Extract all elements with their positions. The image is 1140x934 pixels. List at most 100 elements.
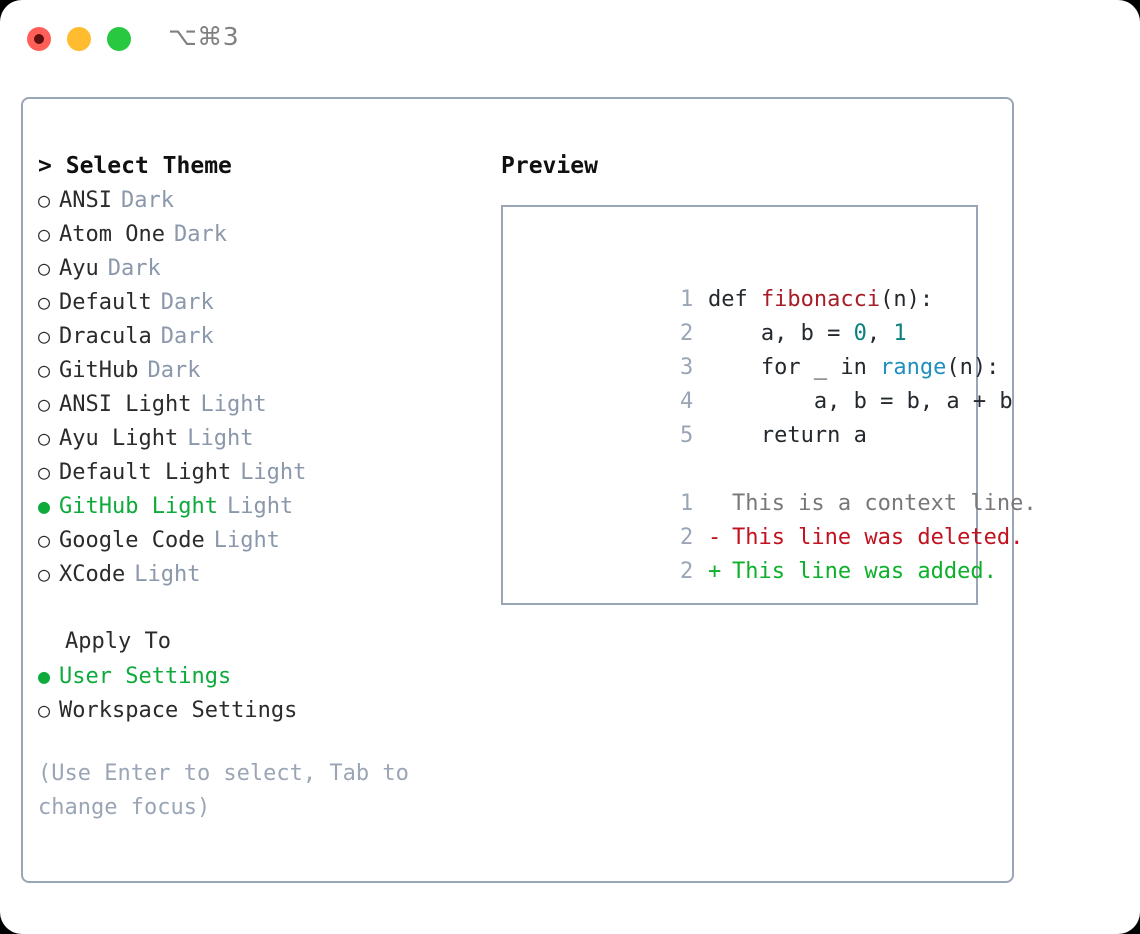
keyboard-shortcut-label: ⌥⌘3: [168, 22, 240, 51]
code-token: (n):: [880, 287, 934, 312]
theme-list-item[interactable]: ○ Ayu Dark: [38, 251, 468, 285]
code-token: return a: [707, 423, 867, 448]
diff-sample: 1 This is a context line. 2-This line wa…: [521, 453, 1037, 584]
radio-icon[interactable]: ○: [38, 222, 51, 246]
theme-kind: Light: [187, 426, 254, 451]
radio-icon[interactable]: ○: [38, 188, 51, 212]
code-token-number: 1: [893, 321, 907, 346]
theme-name: XCode: [59, 562, 126, 587]
theme-name: Ayu: [59, 256, 99, 281]
line-number: 5: [679, 423, 694, 448]
line-number: 1: [679, 491, 694, 516]
theme-name: Dracula: [59, 324, 152, 349]
apply-option-label: User Settings: [59, 664, 232, 689]
theme-name: Google Code: [59, 528, 205, 553]
radio-icon[interactable]: ○: [38, 460, 51, 484]
code-line: 2 a, b = 0, 1: [521, 283, 976, 346]
title-bar: ⌥⌘3: [0, 0, 1140, 78]
theme-list-item[interactable]: ○ Google Code Light: [38, 523, 468, 557]
theme-kind: Light: [213, 528, 280, 553]
theme-name: Atom One: [59, 222, 165, 247]
radio-icon-selected[interactable]: ●: [38, 664, 51, 688]
code-token: (n):: [946, 355, 1000, 380]
code-token: ,: [866, 321, 894, 346]
theme-name: GitHub Light: [59, 494, 218, 519]
diff-line-context: 1 This is a context line.: [521, 453, 1037, 516]
diff-line-deleted: 2-This line was deleted.: [521, 487, 1023, 550]
diff-marker-plus: +: [707, 559, 722, 584]
radio-icon[interactable]: ○: [38, 392, 51, 416]
theme-kind: Light: [134, 562, 201, 587]
radio-icon[interactable]: ○: [38, 324, 51, 348]
line-number: 2: [679, 559, 694, 584]
radio-icon[interactable]: ○: [38, 290, 51, 314]
theme-kind: Dark: [107, 256, 161, 281]
code-token-call: range: [880, 355, 947, 380]
radio-icon[interactable]: ○: [38, 562, 51, 586]
apply-to-list: ● User Settings ○ Workspace Settings: [38, 659, 468, 727]
code-line: 5 return a: [521, 385, 976, 448]
theme-list-item[interactable]: ○ ANSI Light Light: [38, 387, 468, 421]
radio-icon[interactable]: ○: [38, 256, 51, 280]
radio-icon[interactable]: ○: [38, 426, 51, 450]
line-number: 2: [679, 525, 694, 550]
diff-text: This is a context line.: [731, 491, 1037, 516]
theme-list-item[interactable]: ○ Default Light Light: [38, 455, 468, 489]
theme-name: ANSI: [59, 188, 112, 213]
minimize-button[interactable]: [67, 27, 91, 51]
radio-icon[interactable]: ○: [38, 528, 51, 552]
code-line: 3 for _ in range(n):: [521, 317, 999, 380]
theme-list-item-selected[interactable]: ● GitHub Light Light: [38, 489, 468, 523]
diff-line-added: 2 + This line was added.: [521, 521, 997, 584]
apply-option-label: Workspace Settings: [59, 698, 298, 723]
theme-list-item[interactable]: ○ Atom One Dark: [38, 217, 468, 251]
theme-list-item[interactable]: ○ ANSI Dark: [38, 183, 468, 217]
code-token: a, b = b, a + b: [707, 389, 1013, 414]
line-number: 3: [679, 355, 694, 380]
page-title: > Select Theme: [38, 149, 468, 183]
code-line: 4 a, b = b, a + b: [521, 351, 1013, 414]
apply-option-user-settings[interactable]: ● User Settings: [38, 659, 468, 693]
radio-icon-selected[interactable]: ●: [38, 494, 51, 518]
theme-kind: Light: [226, 494, 294, 519]
line-number: 4: [679, 389, 694, 414]
theme-name: Default: [59, 290, 152, 315]
page-title-text: Select Theme: [65, 153, 232, 179]
theme-kind: Dark: [160, 324, 214, 349]
theme-name: GitHub: [59, 358, 139, 383]
code-line: 1 def fibonacci(n):: [521, 249, 976, 312]
line-number: 1: [679, 287, 694, 312]
code-token: def: [707, 287, 761, 312]
theme-kind: Light: [200, 392, 267, 417]
code-token-number: 0: [853, 321, 867, 346]
theme-name: Default Light: [59, 460, 232, 485]
theme-name: ANSI Light: [59, 392, 192, 417]
code-token-function: fibonacci: [760, 287, 881, 312]
line-number: 2: [679, 321, 694, 346]
radio-icon[interactable]: ○: [38, 358, 51, 382]
theme-kind: Dark: [173, 222, 227, 247]
maximize-button[interactable]: [107, 27, 131, 51]
theme-list-item[interactable]: ○ Ayu Light Light: [38, 421, 468, 455]
apply-option-workspace-settings[interactable]: ○ Workspace Settings: [38, 693, 468, 727]
diff-text: This line was deleted.: [731, 525, 1024, 550]
close-button[interactable]: [27, 27, 51, 51]
theme-list-item[interactable]: ○ XCode Light: [38, 557, 468, 591]
apply-to-label: Apply To: [65, 629, 171, 654]
prompt-caret-icon: >: [38, 153, 52, 179]
theme-list-item[interactable]: ○ Dracula Dark: [38, 319, 468, 353]
code-token: for _ in: [707, 355, 881, 380]
theme-kind: Dark: [120, 188, 174, 213]
diff-text: This line was added.: [731, 559, 997, 584]
theme-name: Ayu Light: [59, 426, 179, 451]
radio-icon[interactable]: ○: [38, 698, 51, 722]
theme-kind: Light: [240, 460, 307, 485]
code-token: a, b =: [707, 321, 854, 346]
spacer: [38, 591, 468, 625]
